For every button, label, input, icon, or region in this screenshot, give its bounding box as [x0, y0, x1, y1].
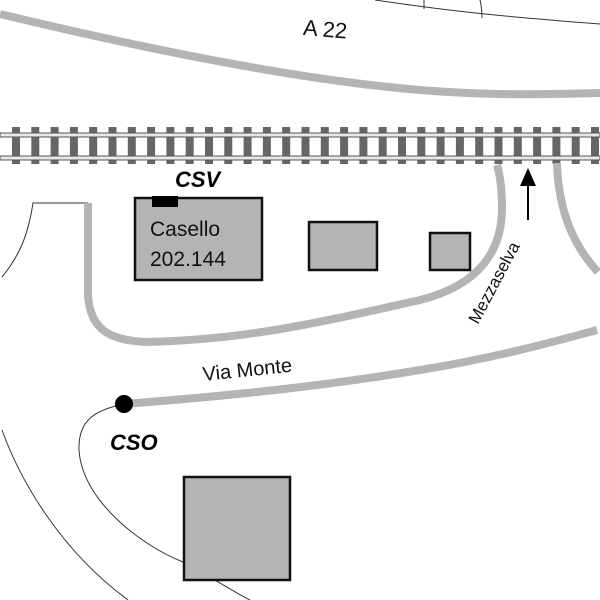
rail-tie [89, 127, 98, 164]
rail-tie [262, 127, 271, 164]
building-south[interactable] [182, 475, 292, 582]
building-marker-tab [152, 196, 178, 207]
street-label-via-monte: Via Monte [202, 355, 293, 386]
rail-tie [243, 127, 252, 164]
building-casello[interactable] [133, 196, 264, 282]
station-code-cso: CSO [110, 430, 158, 455]
rail-tie [108, 127, 117, 164]
rail-tie [224, 127, 233, 164]
building-km-label: 202.144 [150, 248, 226, 271]
rail-tie [398, 127, 406, 164]
rail-tie [436, 127, 445, 164]
rail-tie [185, 127, 194, 164]
rail-tie [378, 127, 387, 164]
rail-tie [50, 127, 59, 164]
rail-tie [571, 127, 580, 164]
building-small[interactable] [428, 231, 472, 272]
rail-tie [552, 127, 561, 164]
rail-tie [282, 127, 291, 164]
rail-tie [513, 127, 522, 164]
rail-tie [31, 127, 40, 164]
direction-arrow-north-icon [520, 168, 536, 186]
rail-tie [475, 127, 484, 164]
rail-tie [494, 127, 503, 164]
building-mid[interactable] [307, 220, 379, 272]
via-monte-road [123, 326, 599, 408]
boundary-line [374, 0, 600, 25]
left-boundary-curve [1, 202, 88, 278]
rail-tie [127, 127, 136, 164]
rail-tie [12, 127, 20, 164]
highway-label: A 22 [302, 15, 348, 44]
right-branch-road [553, 162, 600, 275]
rail-tie [340, 127, 349, 164]
rail-line [0, 155, 600, 161]
rail-tie [301, 127, 310, 164]
rail-tie [455, 127, 464, 164]
building-name-label: Casello [150, 218, 220, 241]
rail-tie [205, 127, 213, 164]
rail-tie [166, 127, 175, 164]
rail-line [0, 132, 600, 138]
boundary-tick-2 [479, 0, 483, 19]
railway-track [0, 127, 600, 164]
path-curve-outer [1, 429, 129, 600]
rail-tie [359, 127, 368, 164]
station-code-csv: CSV [175, 167, 223, 192]
highway-a22-road [0, 10, 600, 99]
station-point-marker[interactable] [115, 395, 133, 413]
rail-tie [591, 127, 599, 164]
rail-tie [320, 127, 329, 164]
rail-tie [417, 127, 426, 164]
rail-tie [147, 127, 156, 164]
rail-tie [533, 127, 542, 164]
rail-tie [69, 127, 78, 164]
station-access-road [84, 163, 507, 347]
